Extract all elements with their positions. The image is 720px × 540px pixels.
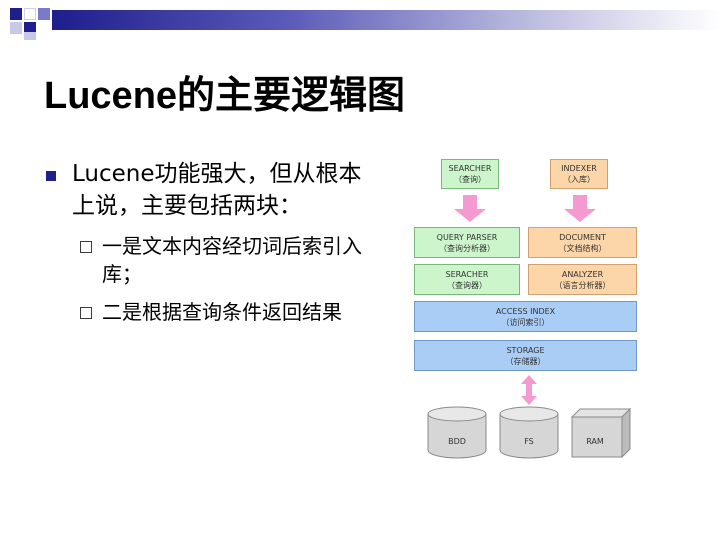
decor-square — [38, 8, 50, 20]
document-box: DOCUMENT （文档结构） — [528, 227, 637, 258]
bullet-text: Lucene功能强大，但从根本上说，主要包括两块： — [72, 161, 362, 219]
store-label: FS — [524, 437, 534, 446]
ram-cube-icon — [570, 407, 632, 459]
bdd-cylinder-icon — [427, 406, 487, 459]
query-parser-box: QUERY PARSER （查询分析器） — [414, 227, 520, 258]
bullet-item: Lucene功能强大，但从根本上说，主要包括两块： — [44, 158, 364, 222]
gradient-band — [52, 10, 720, 30]
box-label: ACCESS INDEX — [495, 306, 556, 316]
box-sublabel: （存储器） — [505, 356, 546, 366]
hollow-square-bullet-icon — [80, 307, 92, 319]
sub-bullet-item: 二是根据查询条件返回结果 — [44, 298, 392, 326]
down-arrow-icon — [454, 195, 486, 222]
lucene-architecture-diagram: SEARCHER （查询） INDEXER （入库） QUERY PARSER … — [410, 155, 642, 465]
hollow-square-bullet-icon — [80, 241, 92, 253]
box-sublabel: （语言分析器） — [554, 280, 611, 290]
box-label: ANALYZER — [561, 269, 604, 279]
indexer-box: INDEXER （入库） — [550, 159, 608, 189]
box-label: SERACHER — [445, 269, 489, 279]
box-sublabel: （文档结构） — [558, 243, 607, 253]
box-sublabel: （访问索引） — [501, 317, 550, 327]
box-label: STORAGE — [506, 345, 545, 355]
decor-square — [24, 8, 36, 20]
searcher-box: SEARCHER （查询） — [441, 159, 499, 189]
decor-square — [10, 8, 22, 20]
bidirectional-arrow-icon — [521, 375, 537, 405]
box-sublabel: （查询分析器） — [439, 243, 495, 253]
access-index-box: ACCESS INDEX （访问索引） — [414, 301, 637, 332]
decor-square — [24, 32, 36, 40]
box-label: SEARCHER — [448, 164, 492, 173]
box-sublabel: （入库） — [563, 175, 595, 184]
box-sublabel: （查询） — [454, 175, 486, 184]
decor-square — [10, 22, 22, 34]
seracher-box: SERACHER （查询器） — [414, 264, 520, 295]
sub-bullet-text: 一是文本内容经切词后索引入库； — [102, 234, 362, 286]
square-bullet-icon — [46, 171, 56, 181]
store-label: BDD — [448, 437, 466, 446]
box-label: DOCUMENT — [559, 232, 606, 242]
store-label: RAM — [586, 437, 604, 446]
fs-cylinder-icon — [499, 406, 559, 459]
box-label: QUERY PARSER — [436, 232, 498, 242]
sub-bullet-text: 二是根据查询条件返回结果 — [102, 300, 342, 324]
down-arrow-icon — [564, 195, 596, 222]
bullet-list: Lucene功能强大，但从根本上说，主要包括两块： 一是文本内容经切词后索引入库… — [44, 158, 364, 326]
storage-box: STORAGE （存储器） — [414, 340, 637, 371]
title-decoration-bar — [0, 0, 720, 44]
analyzer-box: ANALYZER （语言分析器） — [528, 264, 637, 295]
box-sublabel: （查询器） — [447, 280, 487, 290]
slide-title: Lucene的主要逻辑图 — [44, 75, 406, 117]
sub-bullet-item: 一是文本内容经切词后索引入库； — [44, 232, 392, 288]
box-label: INDEXER — [561, 164, 597, 173]
decor-square — [24, 22, 36, 34]
